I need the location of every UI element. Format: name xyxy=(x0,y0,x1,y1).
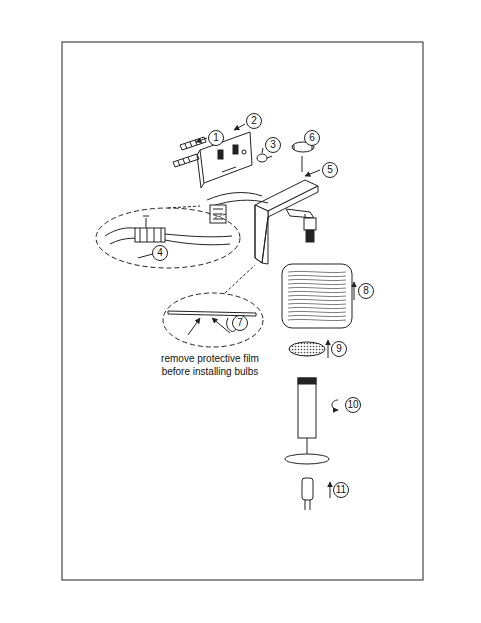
shade-rib xyxy=(288,291,346,292)
ring-nut xyxy=(292,142,314,172)
shade-rib xyxy=(288,311,346,312)
callout-number: 10 xyxy=(345,397,361,413)
callout-number: 8 xyxy=(358,283,374,299)
lamp-body xyxy=(255,180,318,264)
terminal-detail xyxy=(96,206,240,268)
terminal-block xyxy=(210,205,226,223)
callout-number: 7 xyxy=(232,315,248,331)
film-detail xyxy=(163,265,263,347)
callout-number: 4 xyxy=(152,245,168,261)
shade-rib xyxy=(288,303,346,304)
shade-rib xyxy=(288,319,346,320)
shade-rib xyxy=(288,283,346,284)
leader-line xyxy=(196,124,354,498)
shade-rib xyxy=(288,299,346,300)
wire xyxy=(207,193,268,206)
wall-bracket xyxy=(197,132,252,188)
shade-rib xyxy=(288,307,346,308)
shade-rib xyxy=(288,315,346,316)
shade-rib xyxy=(288,287,346,288)
cap-nut xyxy=(257,154,267,162)
glass-shade xyxy=(282,264,352,328)
shade-rib xyxy=(288,271,346,272)
callout-number: 2 xyxy=(246,113,262,129)
page-border xyxy=(62,42,423,580)
callout-number: 5 xyxy=(322,162,338,178)
bulb xyxy=(302,478,313,510)
grille-disc xyxy=(289,342,325,356)
bulb-holder xyxy=(285,378,329,464)
shade-rib xyxy=(288,275,346,276)
callout-number: 1 xyxy=(208,130,224,146)
shade-rib xyxy=(288,295,346,296)
callout-number: 11 xyxy=(333,482,349,498)
callout-number: 3 xyxy=(265,137,281,153)
callout-number: 6 xyxy=(304,130,320,146)
instruction-note: remove protective film before installing… xyxy=(150,352,270,378)
shade-rib xyxy=(288,279,346,280)
callout-number: 9 xyxy=(331,341,347,357)
